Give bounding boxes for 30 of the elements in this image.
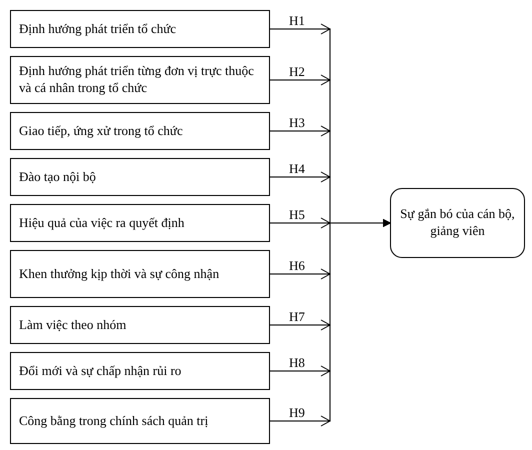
factor-box [10,306,270,344]
arrow [270,219,391,426]
edge-label: H5 [288,208,306,221]
edge-label: H8 [288,356,306,369]
edge-label: H7 [288,310,306,323]
factor-box [10,398,270,444]
outcome-box [390,188,525,258]
factor-box [10,158,270,196]
box-text: Đào tạo nội bộ [19,168,96,186]
box-text: Công bằng trong chính sách quản trị [19,412,208,430]
edge-label: H3 [288,116,306,129]
factor-box [10,10,270,48]
factor-box [10,56,270,104]
edge-label: H6 [288,259,306,272]
box-text: Khen thưởng kịp thời và sự công nhận [19,266,220,282]
edge-label: H4 [288,162,306,175]
edge-label: H1 [288,14,306,27]
factor-box [10,112,270,150]
box-text: Định hướng phát triển từng đơn vị trực thuộc và cá nhân trong tổ chức [19,63,255,97]
box-text: Sự gắn bó của cán bộ, giảng viên [399,206,516,240]
box-text: Định hướng phát triển tổ chức [19,20,176,38]
box-text: Giao tiếp, ứng xử trong tổ chức [19,122,183,140]
box-text: Làm việc theo nhóm [19,316,126,334]
edge-label: H2 [288,65,306,78]
box-text: Hiệu quả của việc ra quyết định [19,214,184,232]
factor-box [10,204,270,242]
factor-box [10,352,270,390]
edge-label: H9 [288,406,306,419]
factor-box [10,250,270,298]
box-text: Đổi mới và sự chấp nhận rủi ro [19,362,182,380]
